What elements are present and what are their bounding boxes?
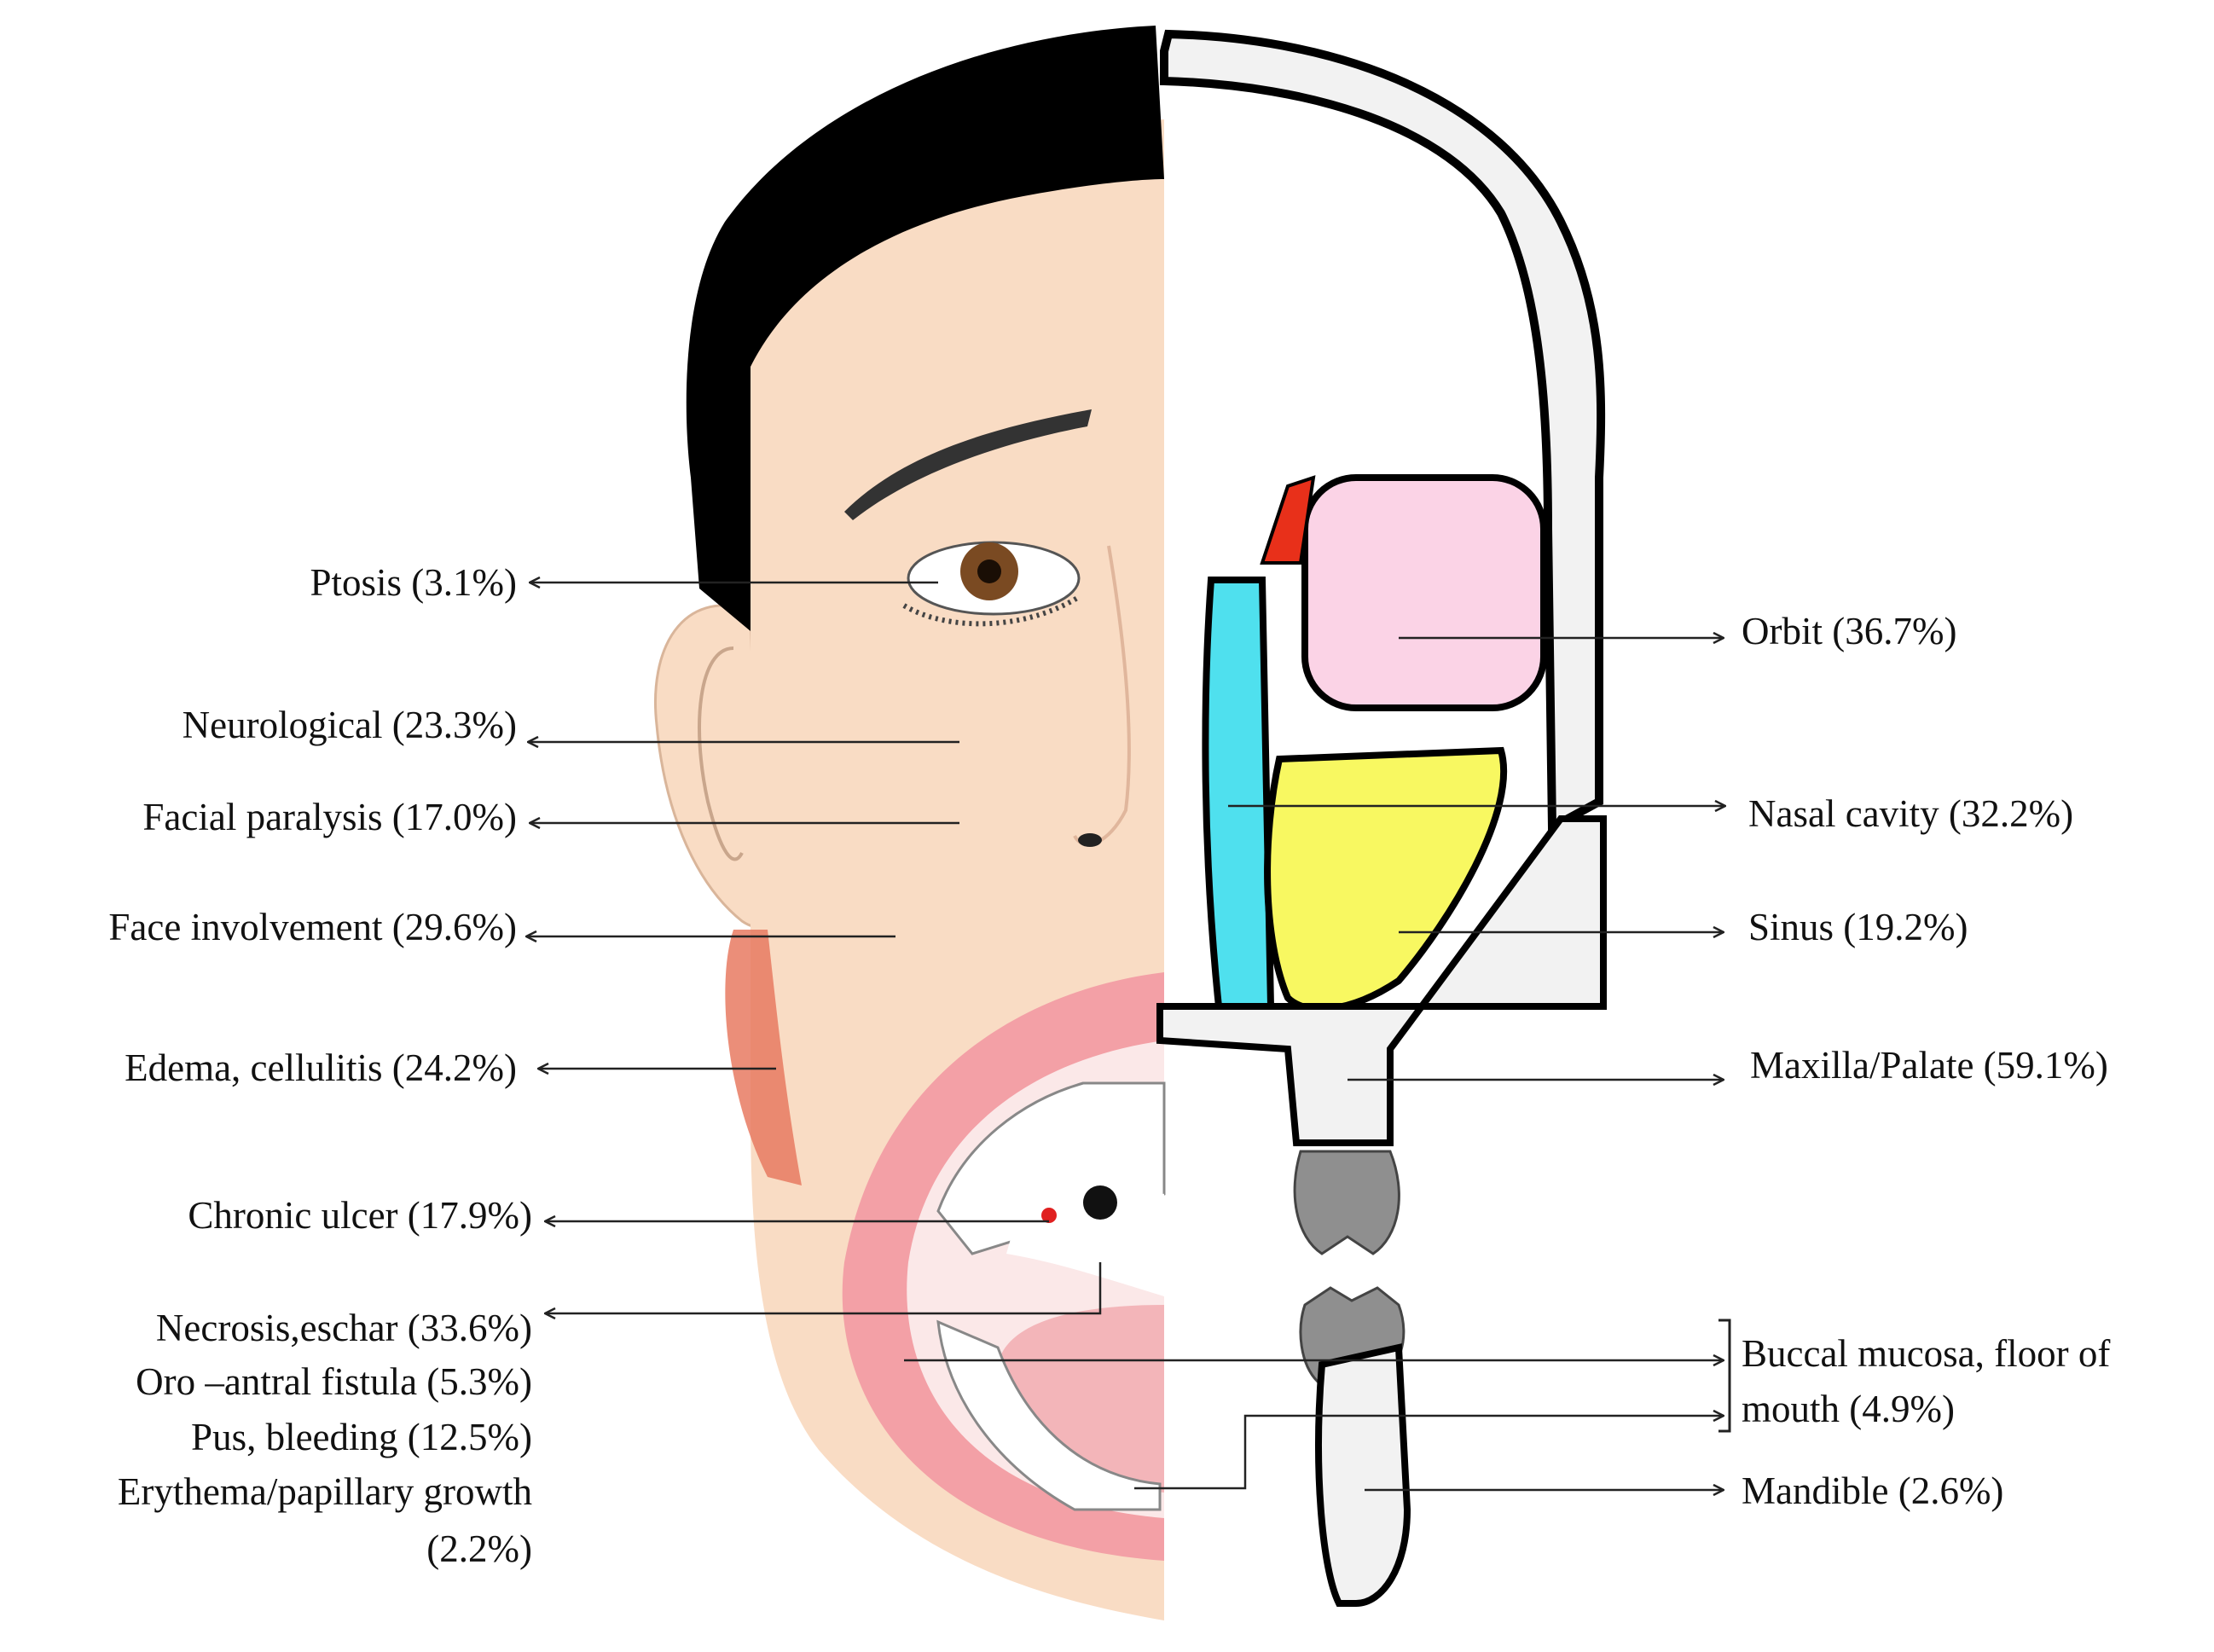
ear [655, 606, 763, 927]
sinus-label: Sinus (19.2%) [1748, 905, 1968, 949]
chronic-ulcer-label: Chronic ulcer (17.9%) [188, 1193, 532, 1238]
mandible [1319, 1348, 1407, 1603]
upper-tooth-section [1295, 1151, 1399, 1254]
face-involvement-label: Face involvement (29.6%) [108, 905, 517, 949]
maxilla-label: Maxilla/Palate (59.1%) [1750, 1043, 2108, 1087]
pus-label: Pus, bleeding (12.5%) [191, 1415, 532, 1459]
nasal-cavity [1205, 580, 1271, 1015]
mandible-label: Mandible (2.6%) [1742, 1469, 2003, 1513]
buccal-label-line2: mouth (4.9%) [1742, 1387, 1955, 1431]
erythema-label-line2: (2.2%) [426, 1527, 532, 1571]
facial-paralysis-label: Facial paralysis (17.0%) [142, 795, 517, 839]
necrosis-label: Necrosis,eschar (33.6%) [156, 1306, 532, 1350]
oro-antral-label: Oro –antral fistula (5.3%) [136, 1359, 532, 1404]
buccal-label-line1: Buccal mucosa, floor of [1742, 1331, 2110, 1376]
bracket [1718, 1320, 1730, 1431]
orbit [1305, 478, 1544, 708]
ptosis-label: Ptosis (3.1%) [310, 560, 517, 605]
edema-label: Edema, cellulitis (24.2%) [125, 1046, 517, 1090]
eschar-spot [1083, 1185, 1117, 1220]
nasal-cavity-label: Nasal cavity (32.2%) [1748, 791, 2073, 836]
neurological-label: Neurological (23.3%) [183, 703, 517, 747]
orbit-label: Orbit (36.7%) [1742, 609, 1956, 653]
erythema-label-line1: Erythema/papillary growth [118, 1469, 532, 1514]
